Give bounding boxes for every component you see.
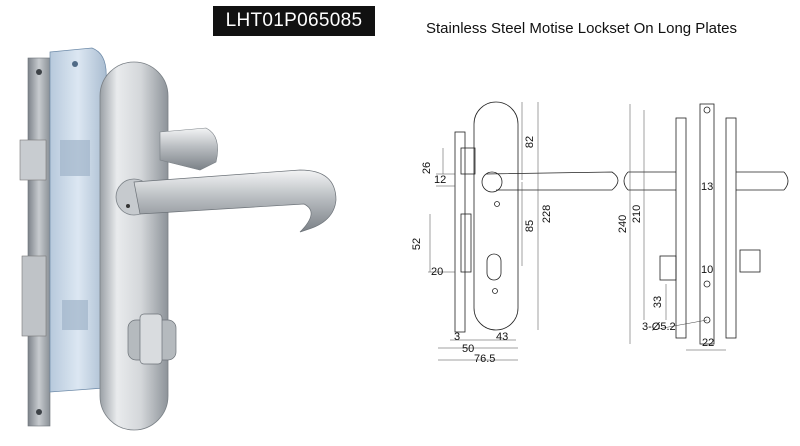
side-view-drawing: 240 210 13 10 33 3-Ø5.2 22	[617, 103, 789, 351]
spindle-hub	[60, 140, 90, 176]
long-back-plate	[99, 61, 169, 431]
product-code-badge: LHT01P065085	[213, 6, 375, 36]
product-photo	[19, 47, 337, 431]
dim-52: 52	[411, 238, 423, 250]
dim-13: 13	[701, 181, 713, 193]
side-screw-mid	[703, 280, 711, 288]
dim-210: 210	[631, 205, 643, 223]
dim-240: 240	[617, 215, 629, 233]
dim-33: 33	[652, 296, 664, 308]
side-screw-top	[703, 106, 711, 114]
dim-228: 228	[541, 205, 553, 223]
front-deadbolt-outline	[460, 213, 472, 273]
product-title: Stainless Steel Motise Lockset On Long P…	[426, 20, 738, 37]
side-plate-right	[725, 117, 737, 339]
front-view-drawing: 26 12 52 20 82 85 228 3 43 50 76.5	[411, 101, 619, 365]
thumb-turn-knob	[139, 313, 163, 365]
front-screw-hole	[494, 201, 500, 207]
side-plate-left	[675, 117, 687, 339]
side-thumb-turn	[739, 249, 761, 273]
faceplate-screw-top	[36, 69, 42, 75]
lock-faceplate	[27, 57, 51, 427]
dim-10: 10	[701, 264, 713, 276]
front-rose-outline	[481, 171, 503, 193]
faceplate-screw-bottom	[36, 409, 42, 415]
front-handle-outline	[485, 171, 619, 191]
side-key-cylinder	[659, 255, 677, 281]
latch-bolt	[19, 139, 47, 181]
dim-3-dia-5-2: 3-Ø5.2	[642, 321, 676, 333]
front-faceplate-edge	[454, 131, 466, 333]
dim-22: 22	[702, 337, 714, 349]
lock-body-hole	[72, 61, 78, 67]
dim-85: 85	[524, 220, 536, 232]
dead-bolt	[21, 255, 47, 337]
mortise-lock-body	[49, 47, 107, 393]
dim-3: 3	[454, 331, 460, 343]
rear-lever-handle	[159, 127, 218, 171]
front-screw-hole-lower	[492, 288, 498, 294]
dim-26: 26	[421, 162, 433, 174]
dim-43: 43	[496, 331, 508, 343]
dim-82: 82	[524, 136, 536, 148]
front-keyhole-outline	[486, 253, 502, 281]
side-handle-left	[623, 171, 676, 191]
side-handle-right	[736, 171, 789, 191]
dim-12: 12	[434, 174, 446, 186]
dim-20: 20	[431, 266, 443, 278]
front-plate-outline	[473, 101, 519, 331]
front-latch-outline	[460, 147, 476, 175]
rose-set-screw	[126, 204, 130, 208]
side-screw-bottom	[703, 316, 711, 324]
dim-50: 50	[462, 343, 474, 355]
dim-76-5: 76.5	[474, 353, 495, 365]
front-lever-handle	[133, 169, 337, 233]
turn-hub	[62, 300, 88, 330]
side-lock-body	[699, 103, 715, 345]
